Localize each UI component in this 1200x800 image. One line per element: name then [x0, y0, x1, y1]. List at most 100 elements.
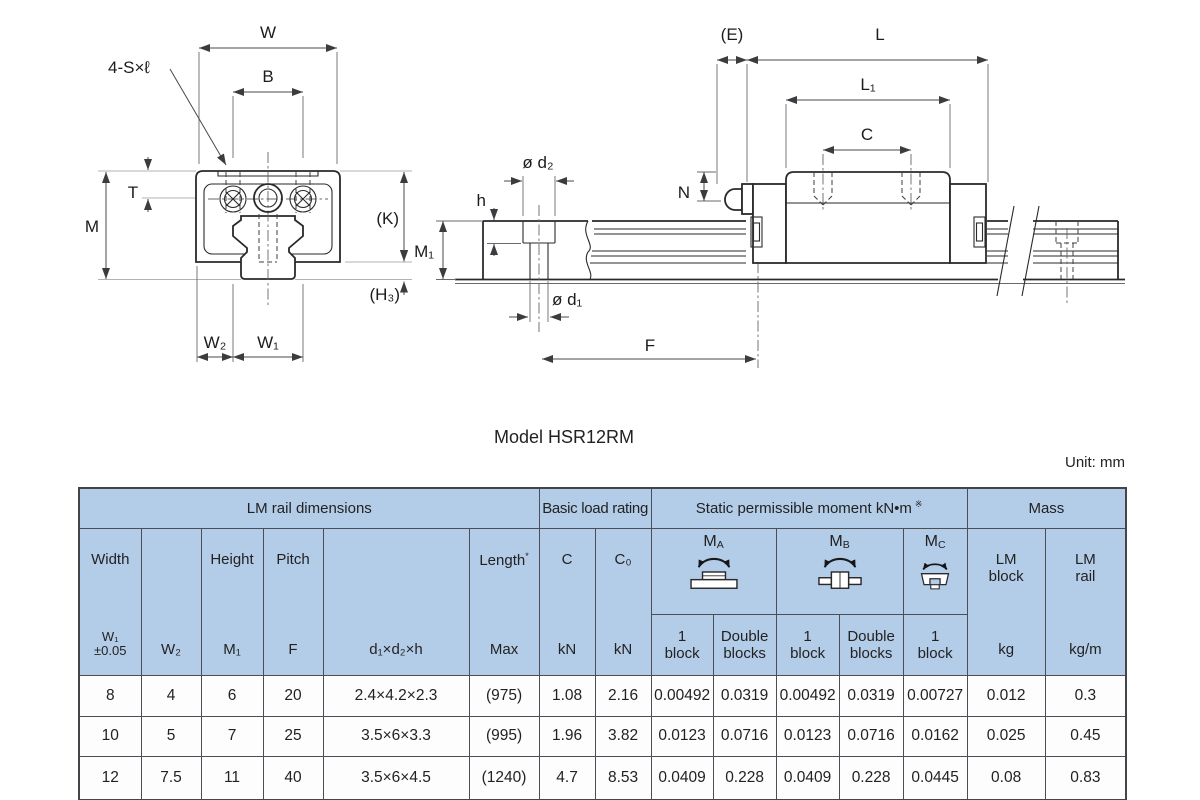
dim-label-screws: 4-S×ℓ: [108, 58, 150, 77]
table-cell: 0.012: [966, 674, 1046, 717]
dim-label-l: L: [875, 25, 884, 44]
dim-label-b: B: [262, 67, 273, 86]
table-cell: 0.00727: [902, 674, 968, 717]
dim-label-d1: ø d₁: [552, 290, 583, 309]
lm-rail-cross-section: [232, 215, 304, 280]
screw-hole-left-icon: [219, 185, 247, 213]
table-cell: 8: [78, 674, 142, 717]
table-cell: 5: [140, 715, 202, 757]
lm-block-side-view: [724, 154, 987, 264]
table-cell: 0.3: [1044, 674, 1127, 717]
grease-nipple: [724, 188, 743, 211]
col-header-hole-dims: d₁×d₂×h: [322, 527, 470, 676]
table-cell: (975): [468, 674, 540, 717]
table-cell: 0.0319: [712, 674, 777, 717]
dimension-spec-table: LM rail dimensions Basic load rating Sta…: [78, 487, 1128, 800]
moment-note-mark: ※: [914, 499, 923, 510]
table-cell: 0.0716: [712, 715, 777, 757]
moment-mc-icon: [920, 562, 950, 590]
dim-label-h: h: [477, 191, 486, 210]
unit-note: Unit: mm: [1065, 454, 1125, 471]
group-header-static-moment: Static permissible moment kN•m ※: [650, 487, 968, 529]
subcol-ma-1block: 1 block: [650, 614, 714, 676]
table-cell: 0.0716: [838, 715, 904, 757]
technical-drawing: W B 4-S×ℓ T M (K) (H₃) W₂ W₁: [85, 23, 1125, 368]
table-row: 12 7.5 11 40 3.5×6×4.5 (1240) 4.7 8.53 0…: [78, 755, 1127, 800]
dim-label-n: N: [678, 183, 690, 202]
dim-label-k: (K): [376, 209, 399, 228]
table-cell: 25: [262, 715, 324, 757]
table-row: 10 5 7 25 3.5×6×3.3 (995) 1.96 3.82 0.01…: [78, 715, 1127, 757]
col-header-w2: W₂: [140, 527, 202, 676]
table-cell: (1240): [468, 755, 540, 800]
table-cell: 1.96: [538, 715, 596, 757]
table-cell: 0.83: [1044, 755, 1127, 800]
dim-label-w2: W₂: [204, 333, 227, 352]
dim-label-e: (E): [721, 25, 744, 44]
table-cell: 11: [200, 755, 264, 800]
dim-label-w1: W₁: [257, 333, 279, 352]
table-cell: 0.08: [966, 755, 1046, 800]
col-header-moment-mc: MC: [902, 527, 968, 616]
table-cell: (995): [468, 715, 540, 757]
table-cell: 0.0162: [902, 715, 968, 757]
moment-ma-icon: [689, 558, 738, 590]
dim-label-m: M: [85, 217, 99, 236]
table-cell: 8.53: [594, 755, 652, 800]
table-cell: 1.08: [538, 674, 596, 717]
subcol-mb-1block: 1 block: [775, 614, 840, 676]
table-cell: 7: [200, 715, 264, 757]
table-cell: 0.0409: [775, 755, 840, 800]
table-cell: 0.228: [838, 755, 904, 800]
table-cell: 0.0319: [838, 674, 904, 717]
table-cell: 3.5×6×4.5: [322, 755, 470, 800]
table-cell: 4: [140, 674, 202, 717]
table-cell: 0.0445: [902, 755, 968, 800]
table-cell: 0.45: [1044, 715, 1127, 757]
dim-label-h3: (H₃): [369, 285, 400, 304]
table-cell: 0.0409: [650, 755, 714, 800]
table-cell: 0.00492: [775, 674, 840, 717]
front-view-drawing: W B 4-S×ℓ T M (K) (H₃) W₂ W₁: [85, 23, 412, 362]
lm-rail-side-view: [455, 205, 1125, 368]
screw-hole-right-icon: [289, 185, 317, 213]
table-cell: 0.0123: [775, 715, 840, 757]
table-cell: 3.82: [594, 715, 652, 757]
page-title: Model HSR12RM: [494, 427, 635, 447]
col-header-length-max: Length*Max: [468, 527, 540, 676]
table-cell: 20: [262, 674, 324, 717]
dim-label-f: F: [645, 336, 655, 355]
dim-label-l1: L₁: [860, 75, 875, 94]
subcol-mb-double: Double blocks: [838, 614, 904, 676]
group-header-load-rating: Basic load rating: [538, 487, 652, 529]
dim-label-m1: M₁: [414, 242, 434, 261]
table-cell: 2.16: [594, 674, 652, 717]
dim-label-w: W: [260, 23, 276, 42]
table-row: 8 4 6 20 2.4×4.2×2.3 (975) 1.08 2.16 0.0…: [78, 674, 1127, 717]
dim-label-d2: ø d₂: [522, 153, 553, 172]
group-header-mass: Mass: [966, 487, 1127, 529]
subcol-mc-1block: 1 block: [902, 614, 968, 676]
side-view-drawing: (E) L L₁ C N ø d₂ h M₁: [414, 25, 1125, 368]
col-header-moment-mb: MB: [775, 527, 904, 616]
moment-mb-icon: [817, 558, 862, 590]
subcol-ma-double: Double blocks: [712, 614, 777, 676]
dim-label-c: C: [861, 125, 873, 144]
table-cell: 12: [78, 755, 142, 800]
table-cell: 0.00492: [650, 674, 714, 717]
table-cell: 0.025: [966, 715, 1046, 757]
table-cell: 4.7: [538, 755, 596, 800]
dim-label-t: T: [128, 183, 138, 202]
table-cell: 0.228: [712, 755, 777, 800]
table-cell: 6: [200, 674, 264, 717]
table-cell: 40: [262, 755, 324, 800]
table-cell: 7.5: [140, 755, 202, 800]
